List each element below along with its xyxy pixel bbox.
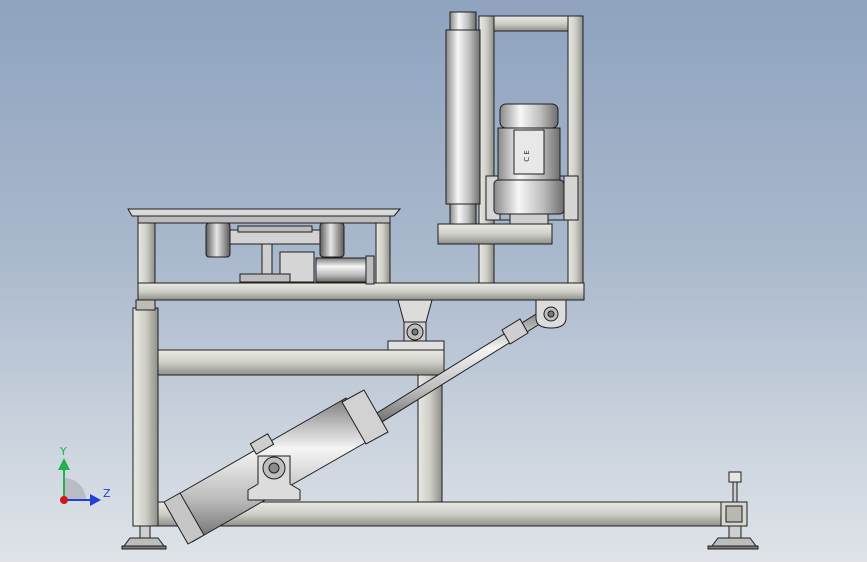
x-axis-point [60, 496, 68, 504]
motor-fan-cover [499, 103, 559, 129]
barrel-base-cap [163, 492, 205, 545]
drive-wheel-left [205, 222, 231, 258]
pivot-bracket [387, 299, 445, 351]
tower-right-post [567, 15, 584, 284]
axis-triad: Y Z [58, 445, 111, 506]
table-top [127, 208, 402, 217]
platform-table [127, 208, 402, 224]
left-column [132, 307, 159, 527]
gear-motor [315, 257, 373, 283]
z-axis-label: Z [103, 487, 111, 500]
motor-nameplate-text: C E [523, 150, 531, 162]
leveling-foot-right [707, 471, 759, 550]
deck-left-post [137, 221, 156, 284]
deck-right-post [375, 221, 391, 284]
base-beam-end-cap-inner [725, 505, 743, 523]
vertical-roller [445, 11, 481, 225]
tower-top-beam [493, 15, 569, 32]
drive-wheel-right [319, 222, 345, 258]
trunnion-mount [247, 433, 301, 501]
gearbox [279, 251, 315, 283]
motor-flange [493, 179, 565, 215]
drive-assembly [205, 222, 375, 285]
barrel-end-cap [341, 389, 389, 445]
z-axis-arrow [90, 494, 101, 506]
y-axis-arrow [58, 458, 70, 470]
motor-base-plate [437, 223, 553, 245]
y-axis-label: Y [59, 445, 67, 458]
electric-motor: C E [493, 103, 565, 225]
upper-frame [137, 221, 585, 301]
leveling-foot-left [121, 525, 167, 550]
rod-end-clevis [535, 299, 567, 329]
mid-crossbeam [157, 349, 445, 376]
deck-beam [137, 282, 585, 301]
roller-body [445, 29, 481, 205]
rod-clamp [501, 318, 529, 345]
column-cap [135, 299, 156, 311]
motor-terminal-box [513, 129, 545, 175]
